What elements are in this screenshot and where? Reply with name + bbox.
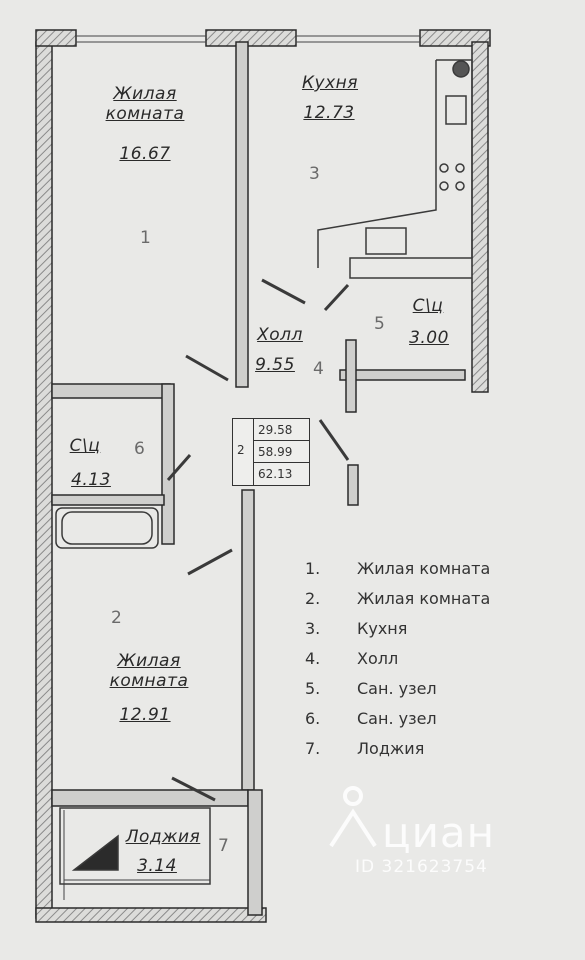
watermark-brand: циан — [382, 808, 496, 857]
kitchen-area: 12.73 — [303, 103, 355, 123]
summary-total-area: 58.99 — [254, 441, 310, 463]
legend-text: Сан. узел — [357, 678, 437, 698]
summary-rooms-count: 2 — [237, 443, 245, 457]
room2-label-line1: Жилая — [117, 651, 181, 671]
room1-label: Жилая комната — [90, 84, 200, 124]
room1-label-line2: комната — [105, 104, 185, 124]
legend-item: 2. Жилая комната — [305, 583, 490, 613]
legend-number: 4. — [305, 648, 321, 668]
hall-label-text: Холл — [257, 325, 303, 345]
bath6-label: С\ц — [60, 436, 110, 456]
bath6-label-text: С\ц — [69, 436, 101, 456]
watermark-id: ID 321623754 — [355, 857, 488, 877]
bath6-number: 6 — [134, 439, 145, 459]
legend-number: 5. — [305, 678, 321, 698]
room-legend: 1.Жилая комната 2.Жилая комната 3.Кухня … — [305, 553, 490, 763]
loggia-number: 7 — [218, 836, 229, 856]
room2-area: 12.91 — [119, 705, 171, 725]
legend-number: 7. — [305, 738, 321, 758]
room2-label-line2: комната — [109, 671, 189, 691]
legend-text: Кухня — [357, 618, 408, 638]
kitchen-label: Кухня — [290, 73, 370, 93]
room1-number: 1 — [140, 228, 151, 248]
legend-item: 4. Холл — [305, 643, 490, 673]
area-summary-box: 2 29.58 58.99 62.13 — [232, 418, 310, 486]
legend-text: Холл — [357, 648, 399, 668]
window-lines — [63, 35, 420, 900]
hall-area: 9.55 — [255, 355, 295, 375]
interior-walls — [51, 41, 466, 916]
hall-label: Холл — [250, 325, 310, 345]
room1-area: 16.67 — [119, 144, 171, 164]
bath5-label-text: С\ц — [412, 296, 444, 316]
kitchen-counter — [317, 59, 473, 279]
legend-number: 1. — [305, 558, 321, 578]
kitchen-number: 3 — [309, 164, 320, 184]
legend-item: 3. Кухня — [305, 613, 490, 643]
legend-number: 2. — [305, 588, 321, 608]
kitchen-label-text: Кухня — [301, 73, 359, 93]
legend-item: 7. Лоджия — [305, 733, 490, 763]
legend-number: 6. — [305, 708, 321, 728]
bathtub — [55, 507, 159, 549]
summary-living-area: 29.58 — [254, 419, 310, 441]
bath6-area: 4.13 — [71, 470, 111, 490]
legend-item: 1. Жилая комната — [305, 553, 490, 583]
door-swings — [166, 278, 350, 802]
legend-item: 6. Сан. узел — [305, 703, 490, 733]
legend-text: Лоджия — [357, 738, 425, 758]
bath5-area: 3.00 — [409, 328, 449, 348]
loggia-label-text: Лоджия — [125, 827, 201, 847]
legend-text: Жилая комната — [357, 588, 491, 608]
bath5-label: С\ц — [403, 296, 453, 316]
watermark-logo — [329, 786, 377, 848]
legend-text: Сан. узел — [357, 708, 437, 728]
legend-item: 5. Сан. узел — [305, 673, 490, 703]
summary-values: 29.58 58.99 62.13 — [253, 419, 310, 485]
hall-number: 4 — [313, 359, 324, 379]
loggia-area: 3.14 — [137, 856, 177, 876]
legend-number: 3. — [305, 618, 321, 638]
room2-number: 2 — [111, 608, 122, 628]
room2-label: Жилая комната — [94, 651, 204, 691]
loggia-label: Лоджия — [118, 827, 208, 847]
legend-text: Жилая комната — [357, 558, 491, 578]
summary-total-with-loggia: 62.13 — [258, 467, 293, 481]
bath5-number: 5 — [374, 314, 385, 334]
room1-label-line1: Жилая — [113, 84, 177, 104]
loggia-shape — [59, 807, 211, 885]
